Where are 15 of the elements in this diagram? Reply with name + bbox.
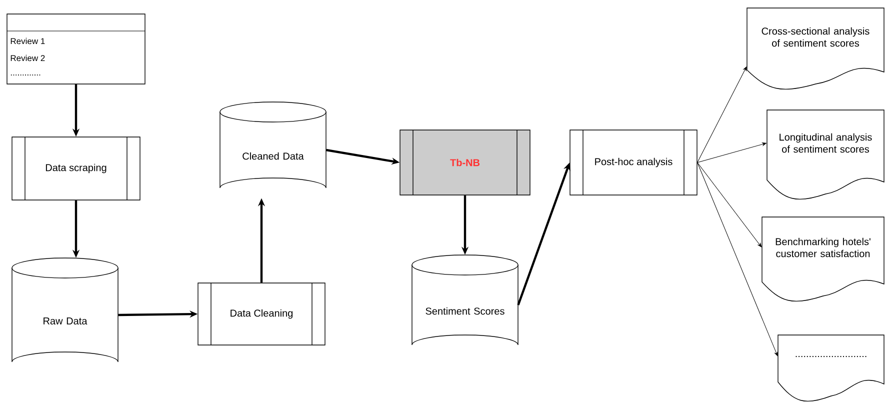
process-box: Tb-NB: [400, 130, 530, 196]
process-box: Data Cleaning: [198, 282, 326, 346]
list-box: Review 1 Review 2 .............: [6, 14, 146, 84]
database-cylinder: Sentiment Scores: [412, 254, 518, 346]
node-label: Raw Data: [44, 318, 88, 324]
node-label: Cleaned Data: [242, 152, 304, 160]
arrow: [697, 66, 747, 163]
database-cylinder: Raw Data: [12, 258, 118, 362]
database-cylinder: Cleaned Data: [220, 102, 326, 188]
process-box: Post-hoc analysis: [570, 130, 698, 196]
arrow: [697, 142, 766, 163]
process-box: Data scraping: [12, 136, 140, 200]
arrow: [697, 162, 778, 356]
arrow: [697, 162, 762, 248]
node-label: Sentiment Scores: [426, 307, 504, 315]
